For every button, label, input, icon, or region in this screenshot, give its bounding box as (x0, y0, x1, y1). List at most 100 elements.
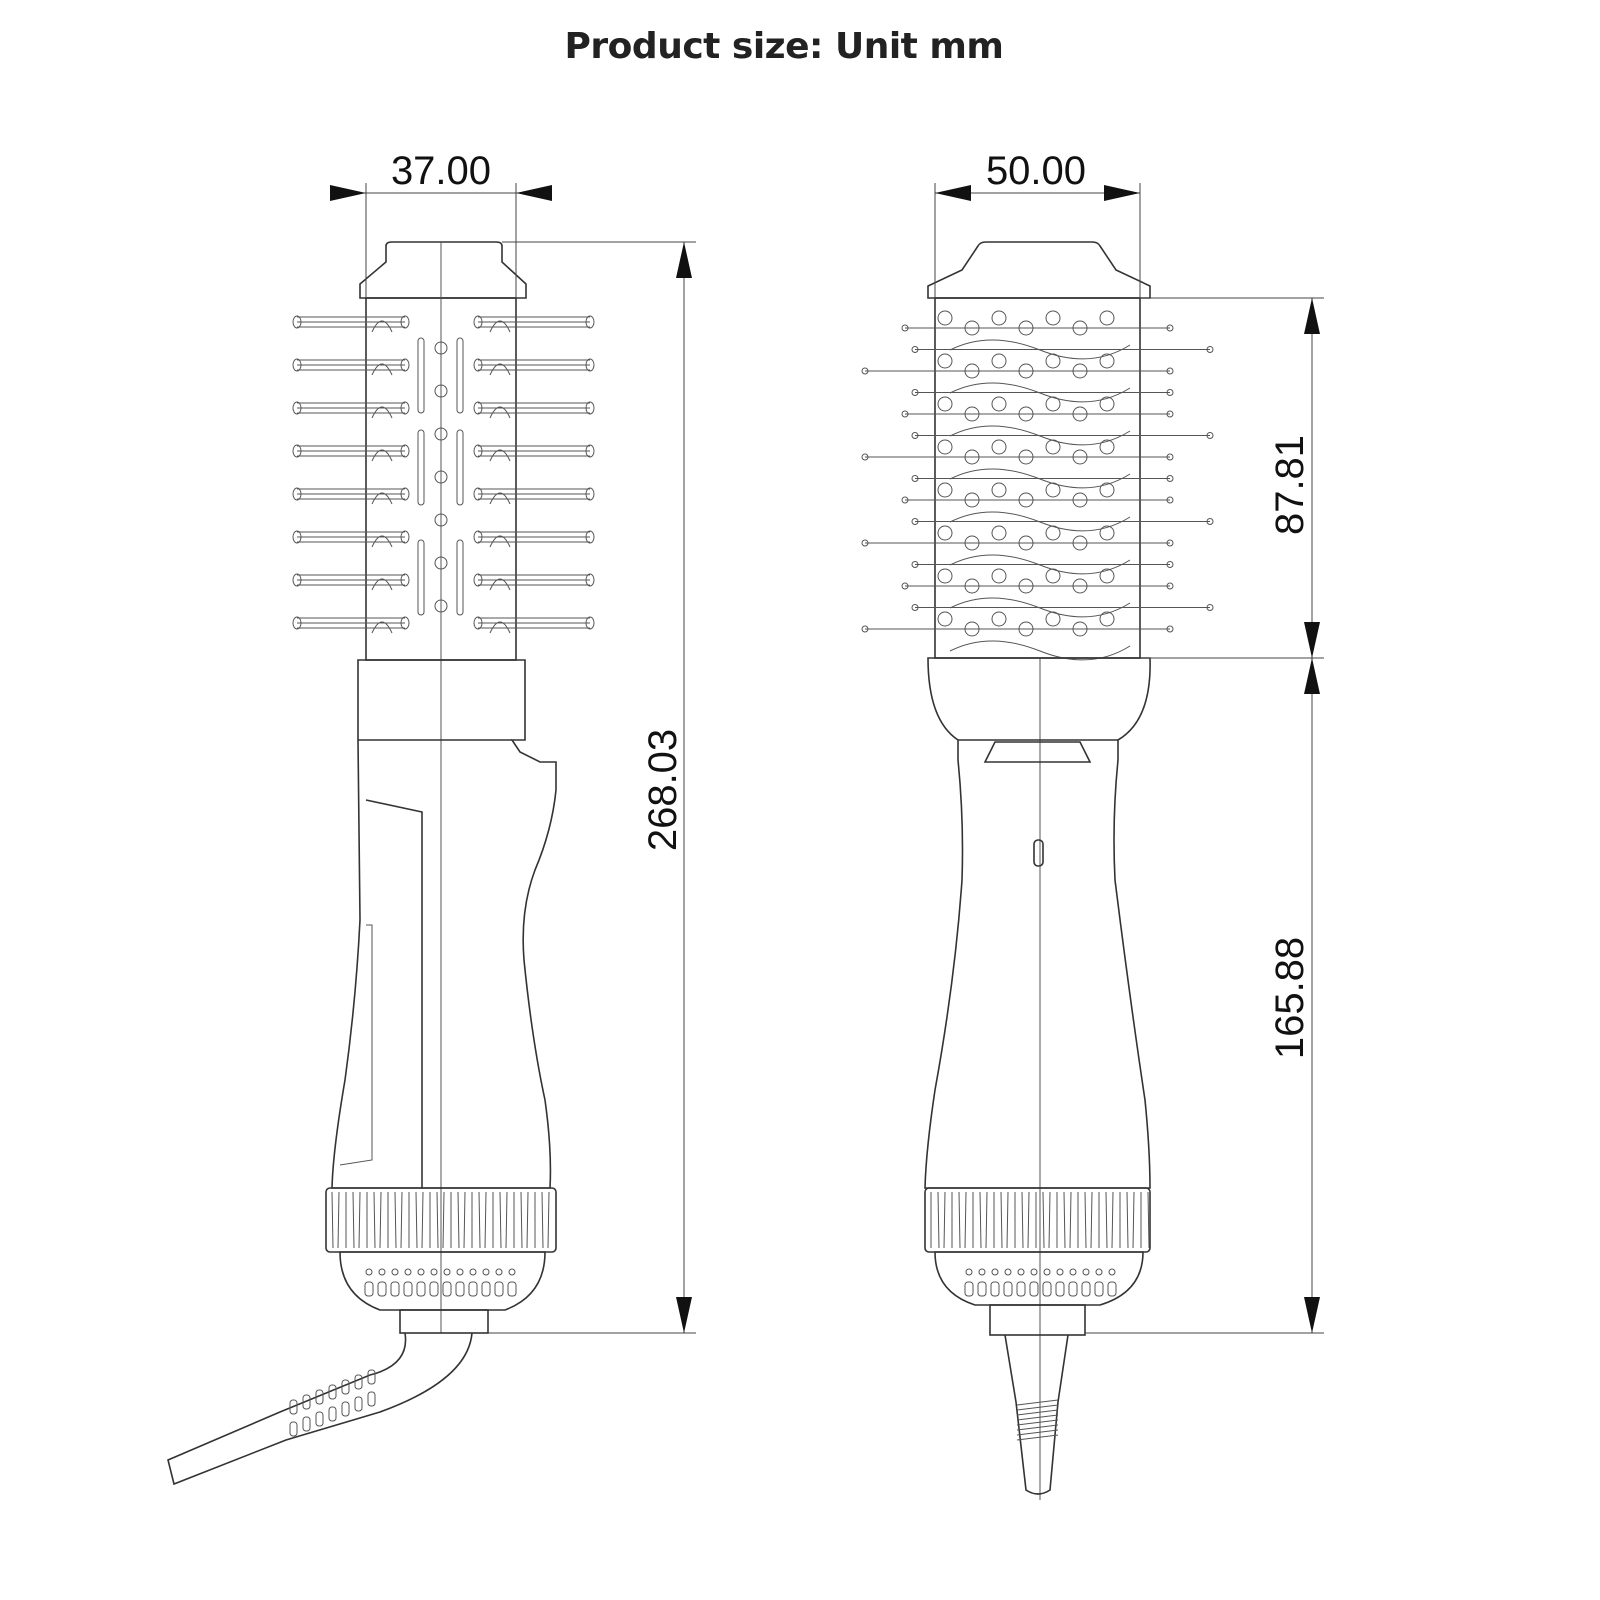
bristle-row (473, 487, 595, 505)
vent-dot (1099, 611, 1115, 627)
bristle (901, 324, 1174, 332)
dimension-label: 165.88 (1268, 937, 1312, 1059)
vent-dot (434, 470, 448, 484)
front-handle (924, 657, 1151, 1189)
bristle (901, 496, 1174, 504)
bristle (911, 346, 1214, 353)
vent-dot (1072, 363, 1088, 379)
bristle-row (473, 616, 595, 634)
vent-dot (1099, 568, 1115, 584)
vent-dot (434, 341, 448, 355)
vent-dot (1018, 535, 1034, 551)
bristle (861, 453, 1174, 461)
dimension-head-length: 87.81 (1140, 297, 1324, 659)
vent-dot (937, 568, 953, 584)
vent-dot (937, 353, 953, 369)
vent-dot (991, 568, 1007, 584)
front-view-brush (861, 241, 1214, 1500)
vent-dot (1045, 482, 1061, 498)
side-cap (359, 241, 527, 299)
vent-dot (991, 525, 1007, 541)
bristle (861, 539, 1174, 547)
vent-dot (1045, 439, 1061, 455)
dimension-label: 268.03 (641, 729, 685, 851)
dimension-width-side: 37.00 (330, 149, 552, 298)
vent-dot (1072, 535, 1088, 551)
dimension-label: 37.00 (391, 149, 491, 193)
vent-dot (1099, 525, 1115, 541)
bristle-row (473, 315, 595, 333)
vent-dot (434, 513, 448, 527)
vent-dot (1045, 568, 1061, 584)
bristle (911, 432, 1214, 439)
vent-dot (964, 535, 980, 551)
vent-dot (991, 439, 1007, 455)
bristle-row (473, 358, 595, 376)
vent-dot (1072, 449, 1088, 465)
vent-dot (1099, 482, 1115, 498)
side-bristles (292, 315, 595, 634)
dimension-label: 87.81 (1268, 435, 1312, 535)
vent-dot (1018, 406, 1034, 422)
vent-dot (964, 320, 980, 336)
vent-dot (1045, 310, 1061, 326)
page-title: Product size: Unit mm (564, 26, 1004, 67)
bristle-row (473, 444, 595, 462)
side-view-brush (167, 241, 595, 1486)
vent-dot (1072, 320, 1088, 336)
vent-dot (964, 363, 980, 379)
side-handle (331, 659, 557, 1189)
vent-dot (1099, 439, 1115, 455)
front-bristles (861, 310, 1214, 661)
vent-dot (1099, 310, 1115, 326)
vent-dot (991, 310, 1007, 326)
dimension-total-length: 268.03 (488, 241, 696, 1334)
vent-dot (1045, 353, 1061, 369)
vent-dot (1072, 406, 1088, 422)
bristle-row (292, 487, 410, 505)
bristle-row (473, 573, 595, 591)
vent-dot (937, 482, 953, 498)
bristle-row (292, 358, 410, 376)
vent-dot (937, 525, 953, 541)
vent-dot (1018, 449, 1034, 465)
vent-dot (964, 621, 980, 637)
vent-dot (1099, 353, 1115, 369)
side-cord (167, 1332, 473, 1486)
dimension-label: 50.00 (986, 149, 1086, 193)
front-cap (927, 241, 1151, 299)
bristle (911, 389, 1174, 396)
dimension-width-front: 50.00 (934, 149, 1141, 298)
vent-dot (434, 427, 448, 441)
vent-dot (434, 384, 448, 398)
front-indicator (1033, 839, 1044, 867)
side-vent (339, 1251, 546, 1311)
bristle-row (292, 573, 410, 591)
bristle (911, 604, 1214, 611)
vent-dot (991, 611, 1007, 627)
vent-dot (1072, 492, 1088, 508)
vent-dot (1045, 611, 1061, 627)
bristle-row (292, 401, 410, 419)
vent-dot (991, 396, 1007, 412)
front-plug (989, 1304, 1086, 1336)
bristle-row (292, 530, 410, 548)
bristle (911, 475, 1174, 482)
bristle-row (473, 530, 595, 548)
vent-dot (964, 406, 980, 422)
bristle-row (292, 315, 410, 333)
vent-dot (964, 492, 980, 508)
bristle (911, 561, 1174, 568)
vent-dot (434, 556, 448, 570)
vent-dot (937, 611, 953, 627)
vent-dot (1045, 525, 1061, 541)
bristle-row (473, 401, 595, 419)
bristle (911, 518, 1214, 525)
vent-dot (991, 482, 1007, 498)
vent-dot (1045, 396, 1061, 412)
bristle-row (292, 444, 410, 462)
vent-dot (1018, 363, 1034, 379)
vent-dot (1072, 578, 1088, 594)
bristle-row (292, 616, 410, 634)
